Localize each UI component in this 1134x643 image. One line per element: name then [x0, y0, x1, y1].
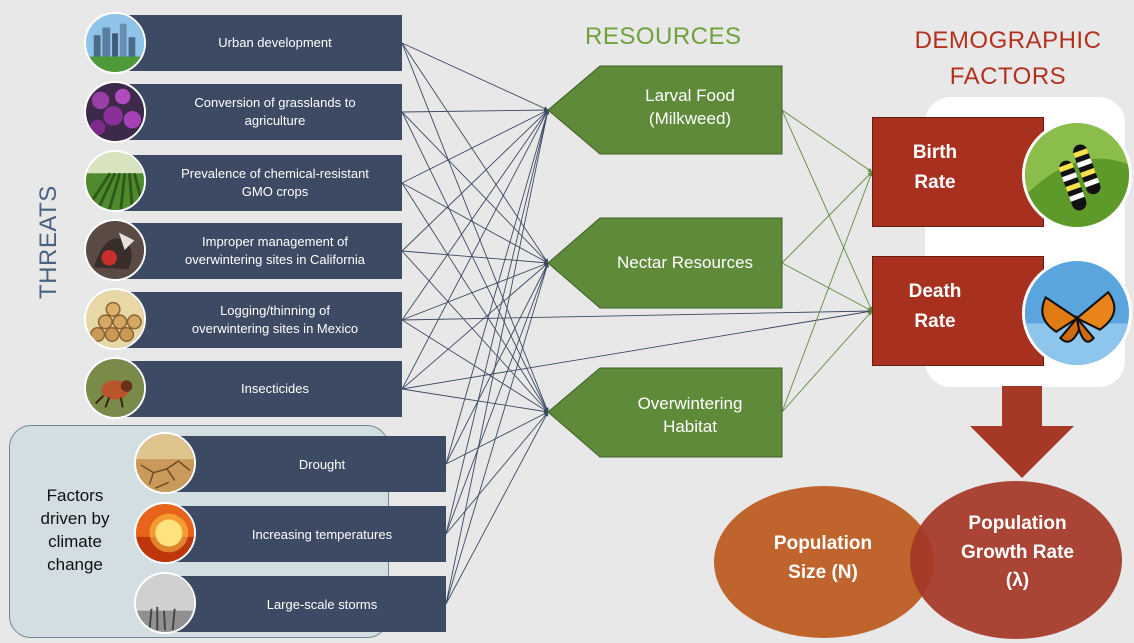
threat-resource-link: [445, 411, 549, 535]
climate-increasing-temperatures: Increasing temperatures: [168, 506, 446, 562]
logs-icon: [84, 288, 146, 350]
resource-label-larval-food: Larval Food (Milkweed): [645, 86, 735, 128]
threat-resource-link: [401, 107, 549, 113]
threat-resource-link: [401, 111, 549, 413]
threat-insecticides: Insecticides: [118, 361, 402, 417]
population-size-label: Population Size (N): [773, 533, 873, 583]
threat-label: Urban development: [218, 35, 332, 51]
threat-resource-link: [445, 109, 550, 535]
overwintering-site-icon: [84, 219, 146, 281]
threat-resource-link: [445, 411, 549, 465]
threat-resource-link: [445, 262, 549, 605]
population-size-ellipse: [714, 486, 934, 638]
threat-demographic-link: [401, 308, 873, 321]
threat-label: Improper management of overwintering sit…: [185, 234, 365, 267]
insect-icon: [84, 357, 146, 419]
threat-grassland-conversion: Conversion of grasslands to agriculture: [118, 84, 402, 140]
threat-resource-link: [445, 109, 550, 465]
resource-box-overwintering: [547, 367, 783, 458]
population-growth-ellipse: [910, 481, 1122, 639]
birth-rate-label: Birth Rate: [912, 142, 958, 194]
population-growth-label: Population Growth Rate (λ): [961, 513, 1074, 591]
demographic-factors-heading: DEMOGRAPHIC FACTORS: [914, 27, 1102, 90]
death-rate-box: [872, 256, 1044, 366]
threat-resource-link: [401, 111, 549, 264]
climate-label: Increasing temperatures: [251, 526, 393, 542]
resource-label-overwintering: Overwintering Habitat: [637, 394, 743, 436]
resources-heading: RESOURCES: [585, 23, 742, 50]
resource-box-nectar: [547, 217, 783, 309]
threat-resource-link: [401, 109, 549, 184]
threat-gmo-crops: Prevalence of chemical-resistant GMO cro…: [118, 155, 402, 211]
threat-resource-link: [401, 109, 549, 390]
threat-demographic-link: [401, 309, 873, 390]
resource-demographic-link: [781, 109, 873, 173]
threat-resource-link: [445, 411, 549, 605]
death-rate-label: Death Rate: [908, 281, 962, 333]
threat-resource-link: [401, 42, 549, 413]
storm-icon: [134, 572, 196, 634]
resource-demographic-link: [781, 171, 873, 264]
threat-resource-link: [445, 262, 549, 535]
threat-label: Logging/thinning of overwintering sites …: [191, 303, 359, 336]
threat-label: Conversion of grasslands to agriculture: [194, 95, 356, 128]
threat-resource-link: [445, 109, 550, 605]
threat-resource-link: [401, 250, 549, 413]
city-skyline-icon: [84, 12, 146, 74]
resource-demographic-link: [781, 109, 873, 312]
climate-label: Drought: [298, 456, 346, 472]
threat-resource-link: [401, 262, 549, 390]
threat-resource-link: [401, 42, 549, 111]
threat-resource-link: [445, 262, 549, 465]
threat-urban-development: Urban development: [118, 15, 402, 71]
resource-demographic-link: [781, 171, 873, 413]
resource-demographic-link: [781, 310, 873, 413]
climate-label: Large-scale storms: [266, 596, 378, 612]
resource-label-nectar: Nectar Resources: [616, 253, 754, 272]
climate-large-scale-storms: Large-scale storms: [168, 576, 446, 632]
threat-resource-link: [401, 109, 549, 321]
threat-resource-link: [401, 262, 549, 321]
climate-drought: Drought: [168, 436, 446, 492]
birth-rate-box: [872, 117, 1044, 227]
threat-resource-link: [401, 182, 549, 264]
purple-flowers-icon: [84, 81, 146, 143]
caterpillar-icon: [1022, 120, 1132, 230]
threat-resource-link: [401, 250, 549, 265]
threat-mexico-logging: Logging/thinning of overwintering sites …: [118, 292, 402, 348]
threat-resource-link: [401, 388, 549, 414]
threat-label: Prevalence of chemical-resistant GMO cro…: [181, 166, 369, 199]
climate-group-label: Factors driven by climate change: [40, 486, 110, 574]
threat-resource-link: [401, 109, 549, 252]
cracked-earth-icon: [134, 432, 196, 494]
crop-field-icon: [84, 150, 146, 212]
threat-label: Insecticides: [241, 381, 309, 397]
threat-california-sites: Improper management of overwintering sit…: [118, 223, 402, 279]
threat-resource-link: [401, 182, 549, 413]
resource-demographic-link: [781, 262, 873, 312]
resource-box-larval-food: [547, 65, 783, 155]
threat-resource-link: [401, 319, 549, 413]
